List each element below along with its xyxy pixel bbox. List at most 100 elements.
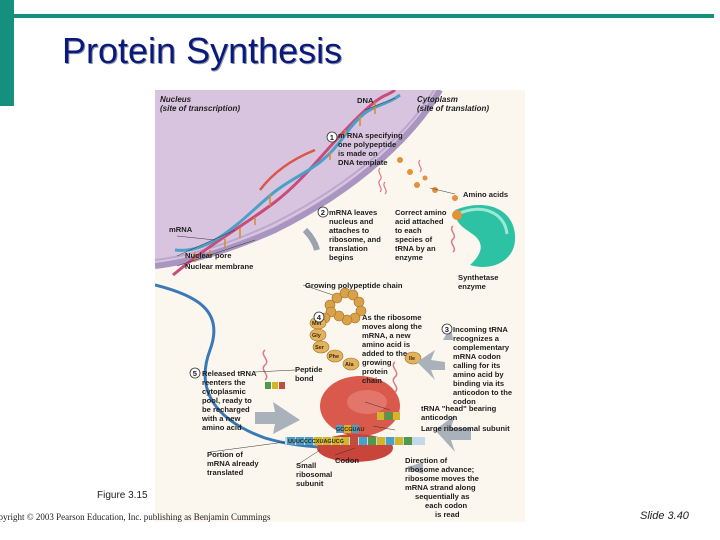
svg-text:mRNA, a new: mRNA, a new [362, 331, 411, 340]
svg-text:growing: growing [362, 358, 392, 367]
large-subunit-label: Large ribosomal subunit [421, 424, 510, 433]
small-subunit-label-3: subunit [296, 479, 324, 488]
dna-base-pairs [194, 102, 376, 262]
residue-gly: Gly [312, 333, 322, 339]
residue-met: Met [312, 321, 322, 327]
svg-text:Released tRNA: Released tRNA [202, 369, 257, 378]
svg-text:anticodon to the: anticodon to the [453, 388, 512, 397]
residue-phe: Phe [329, 354, 339, 360]
step2-text: mRNA leaves nucleus and attaches to ribo… [329, 208, 381, 262]
portion-mrna-label-3: translated [207, 468, 244, 477]
small-subunit-label-1: Small [296, 461, 316, 470]
polypeptide-beads [319, 287, 367, 326]
svg-text:added to the: added to the [362, 349, 407, 358]
portion-mrna-label-2: mRNA already [207, 459, 259, 468]
amino-acids-label: Amino acids [463, 190, 508, 199]
svg-text:As the ribosome: As the ribosome [362, 313, 422, 322]
figure-caption: Figure 3.15 [97, 490, 148, 501]
step-number-3: 3 [445, 325, 449, 334]
svg-text:ribosome, and: ribosome, and [329, 235, 381, 244]
svg-text:with a new: with a new [201, 414, 240, 423]
accent-bar-left [0, 0, 14, 106]
svg-text:translation: translation [329, 244, 368, 253]
svg-text:chain: chain [362, 376, 382, 385]
cytoplasm-label: Cytoplasm [417, 95, 458, 104]
free-amino-acids [397, 157, 458, 201]
svg-text:mRNA strand along: mRNA strand along [405, 483, 476, 492]
dna-strand-a [172, 90, 396, 277]
svg-text:amino acid: amino acid [202, 423, 242, 432]
synthetase-label-1: Synthetase [458, 273, 499, 282]
svg-text:cytoplasmic: cytoplasmic [202, 387, 246, 396]
step-markers [189, 131, 453, 379]
svg-text:Correct amino: Correct amino [395, 208, 447, 217]
svg-text:Direction of: Direction of [405, 456, 448, 465]
mrna-bases [287, 437, 412, 445]
accent-bar-top [14, 14, 714, 18]
svg-text:acid attached: acid attached [395, 217, 444, 226]
mrna-label: mRNA [169, 225, 193, 234]
leader-lines [176, 97, 456, 466]
dna-strand-b [174, 93, 401, 252]
step4-text: As the ribosome moves along the mRNA, a … [362, 313, 422, 385]
svg-text:to each: to each [395, 226, 422, 235]
free-trna-molecules [378, 159, 422, 195]
nucleus-label: Nucleus [160, 95, 192, 104]
step1-text: m RNA specifying one polypeptide is made… [338, 131, 403, 167]
trna-head-label-2: anticodon [421, 413, 458, 422]
svg-text:tRNA by an: tRNA by an [395, 244, 436, 253]
codon-label: Codon [335, 456, 359, 465]
mrna-sequence: UUUCCCCXUAGUCG [288, 439, 344, 445]
step-number-5: 5 [193, 369, 198, 378]
trna-head-label-1: tRNA "head" bearing [421, 404, 497, 413]
residue-ala: Ala [345, 362, 355, 368]
svg-text:protein: protein [362, 367, 388, 376]
slide-number: Slide 3.40 [640, 510, 689, 522]
svg-text:be recharged: be recharged [202, 405, 250, 414]
svg-text:ribosome moves the: ribosome moves the [405, 474, 479, 483]
svg-text:amino acid by: amino acid by [453, 370, 504, 379]
svg-text:moves along the: moves along the [362, 322, 422, 331]
released-trna [262, 349, 268, 381]
svg-text:is read: is read [435, 510, 460, 519]
growing-chain-label: Growing polypeptide chain [305, 281, 403, 290]
copyright-notice: opyright © 2003 Pearson Education, Inc. … [0, 512, 271, 522]
step5-text: Released tRNA reenters the cytoplasmic p… [201, 369, 257, 432]
svg-text:binding via its: binding via its [453, 379, 504, 388]
svg-text:calling for its: calling for its [453, 361, 500, 370]
anticodon-sequence: GCCGUAU [336, 427, 364, 433]
dna-label: DNA [357, 96, 374, 105]
svg-text:ribosome advance;: ribosome advance; [405, 465, 474, 474]
correct-amino-acid-text: Correct amino acid attached to each spec… [395, 208, 447, 262]
peptide-bond-label-2: bond [295, 374, 314, 383]
svg-text:mRNA codon: mRNA codon [453, 352, 501, 361]
svg-text:species of: species of [395, 235, 433, 244]
svg-text:nucleus and: nucleus and [329, 217, 374, 226]
step-number-2: 2 [321, 208, 325, 217]
nucleus-sublabel: (site of transcription) [160, 104, 240, 113]
synthetase-label-2: enzyme [458, 282, 486, 291]
direction-label: Direction of ribosome advance; ribosome … [405, 456, 479, 519]
released-trna-anticodon [265, 382, 285, 389]
named-residues [309, 316, 422, 371]
protein-synthesis-diagram: Met Gly Ser Phe Ala Ile GCCGUAU UUUCCCCX… [155, 90, 516, 519]
svg-text:codon: codon [453, 397, 476, 406]
step3-text: Incoming tRNA recognizes a complementary… [453, 325, 512, 406]
svg-text:sequentially as: sequentially as [415, 492, 469, 501]
incoming-amino-acid: Ile [409, 356, 415, 362]
step-number-1: 1 [330, 133, 335, 142]
protein-synthesis-figure: Met Gly Ser Phe Ala Ile GCCGUAU UUUCCCCX… [155, 90, 525, 522]
portion-mrna-label-1: Portion of [207, 450, 243, 459]
svg-text:DNA template: DNA template [338, 158, 388, 167]
anticodon-bases [336, 412, 400, 433]
mrna-exit-arrow [302, 227, 320, 251]
svg-text:attaches to: attaches to [329, 226, 369, 235]
svg-text:reenters the: reenters the [202, 378, 245, 387]
svg-text:pool, ready to: pool, ready to [202, 396, 252, 405]
synthetase-enzyme [455, 204, 516, 267]
svg-text:one polypeptide: one polypeptide [338, 140, 396, 149]
svg-text:complementary: complementary [453, 343, 510, 352]
svg-text:is made on: is made on [338, 149, 378, 158]
cytoplasm-sublabel: (site of translation) [417, 104, 489, 113]
svg-text:each codon: each codon [425, 501, 468, 510]
